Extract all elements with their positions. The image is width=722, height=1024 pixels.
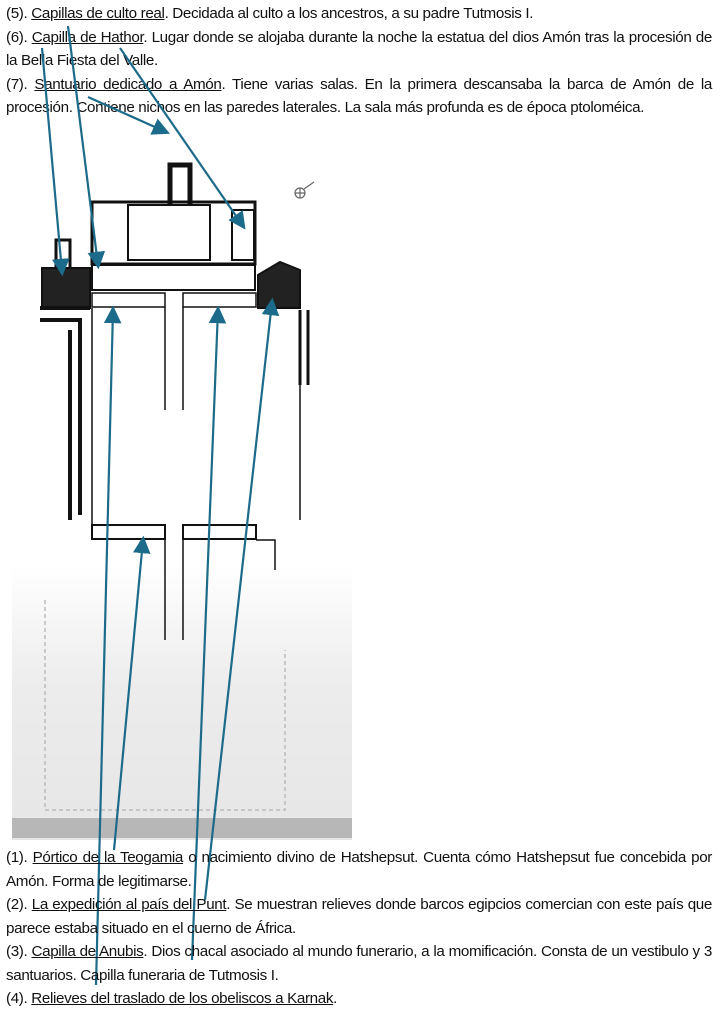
- bottom-legend: (1). Pórtico de la Teogamia o nacimiento…: [6, 846, 712, 1011]
- ramp-walls: [91, 307, 184, 540]
- portico-left: [91, 292, 166, 308]
- legend-item-5: (5). Capillas de culto real. Decidada al…: [6, 5, 534, 22]
- left-terrace-wall: [40, 306, 90, 520]
- anubis-chapel: [257, 260, 301, 309]
- upper-portico: [91, 264, 256, 291]
- plan-bottom-bar: [12, 818, 352, 838]
- legend-item-1: (1). Pórtico de la Teogamia o nacimiento…: [6, 849, 712, 890]
- legend-title: Relieves del traslado de los obeliscos a…: [31, 990, 334, 1007]
- legend-item-3: (3). Capilla de Anubis. Dios chacal asoc…: [6, 943, 712, 984]
- north-arrow-icon: [294, 181, 315, 199]
- legend-title: Pórtico de la Teogamia: [32, 849, 184, 866]
- lower-court-outline: [44, 600, 286, 811]
- legend-title: Capillas de culto real: [31, 5, 165, 22]
- lower-portico-right: [182, 524, 257, 540]
- legend-item-2: (2). La expedición al país del Punt. Se …: [6, 896, 712, 937]
- legend-title: La expedición al país del Punt: [31, 896, 227, 913]
- hypostyle-court: [127, 204, 211, 261]
- legend-title: Capilla de Anubis: [31, 943, 144, 960]
- legend-item-4: (4). Relieves del traslado de los obelis…: [6, 990, 337, 1007]
- lower-portico-left: [91, 524, 166, 540]
- royal-cult-chapel: [41, 267, 91, 309]
- hathor-chapel-room: [231, 209, 255, 261]
- sanctuary-spur: [167, 162, 193, 205]
- portico-right: [182, 292, 257, 308]
- upper-terrace-wall: [90, 200, 257, 266]
